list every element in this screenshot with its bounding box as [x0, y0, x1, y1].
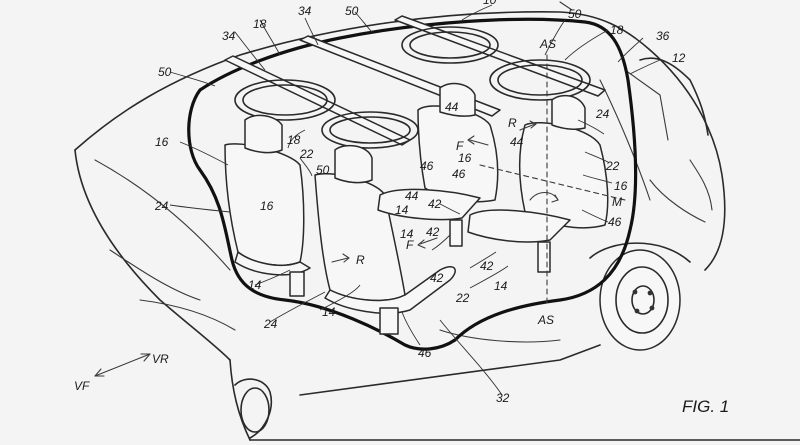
- ref-16-b: 16: [260, 199, 274, 213]
- ref-r-a: R: [356, 253, 365, 267]
- direction-arrows: [331, 120, 537, 263]
- ref-14-d: 14: [400, 227, 414, 241]
- ref-18-b: 18: [610, 23, 624, 37]
- ref-42-d: 42: [430, 271, 444, 285]
- label-vf: VF: [74, 379, 90, 393]
- ref-46-d: 46: [418, 346, 432, 360]
- ref-14-b: 14: [322, 305, 336, 319]
- ref-14-c: 14: [395, 203, 409, 217]
- ref-44-a: 44: [445, 100, 459, 114]
- overhead-rings: [234, 26, 591, 149]
- label-vr: VR: [152, 352, 169, 366]
- ref-36: 36: [656, 29, 670, 43]
- ref-as-bottom: AS: [537, 313, 554, 327]
- ref-m: M: [612, 195, 622, 209]
- ref-14-a: 14: [248, 278, 262, 292]
- ref-44-c: 44: [510, 135, 524, 149]
- ref-r-b: R: [508, 116, 517, 130]
- ref-f-b: F: [406, 238, 414, 252]
- ref-42-a: 42: [428, 197, 442, 211]
- ref-18-a: 18: [253, 17, 267, 31]
- ref-16-a: 16: [155, 135, 169, 149]
- ref-16-d: 16: [614, 179, 628, 193]
- top-arrow: [559, 1, 573, 11]
- ref-34-a: 34: [222, 29, 236, 43]
- ref-14-e: 14: [494, 279, 508, 293]
- ref-12: 12: [672, 51, 686, 65]
- ref-46-b: 46: [452, 167, 466, 181]
- ref-22-b: 22: [605, 159, 620, 173]
- vehicle-direction-indicator: [94, 353, 151, 377]
- ref-46-c: 46: [608, 215, 622, 229]
- vehicle-body: [74, 11, 800, 441]
- ref-10: 10: [483, 0, 497, 7]
- ref-32: 32: [496, 391, 510, 405]
- ref-42-c: 42: [480, 259, 494, 273]
- ref-22-a: 22: [299, 147, 314, 161]
- ref-34-b: 34: [298, 4, 312, 18]
- ref-f-a: F: [456, 139, 464, 153]
- ref-22-c: 22: [455, 291, 470, 305]
- reference-labels: 10 34 18 34 50 50 AS 50 18 36 12 16 24 1…: [74, 0, 686, 405]
- ref-50-b: 50: [158, 65, 172, 79]
- ref-18-c: 18: [287, 133, 301, 147]
- ref-46-a: 46: [420, 159, 434, 173]
- ref-24-b: 24: [263, 317, 278, 331]
- ref-50-d: 50: [316, 163, 330, 177]
- figure-caption: FIG. 1: [682, 397, 729, 416]
- cutaway-boundary: [187, 17, 638, 351]
- ref-24-c: 24: [595, 107, 610, 121]
- ref-24-a: 24: [154, 199, 169, 213]
- seats: [224, 54, 626, 335]
- ref-44-b: 44: [405, 189, 419, 203]
- leader-lines: [169, 4, 661, 396]
- ref-42-b: 42: [426, 225, 440, 239]
- ref-16-c: 16: [458, 151, 472, 165]
- ref-50-a: 50: [345, 4, 359, 18]
- ref-50-c: 50: [568, 7, 582, 21]
- ref-as-top: AS: [539, 37, 556, 51]
